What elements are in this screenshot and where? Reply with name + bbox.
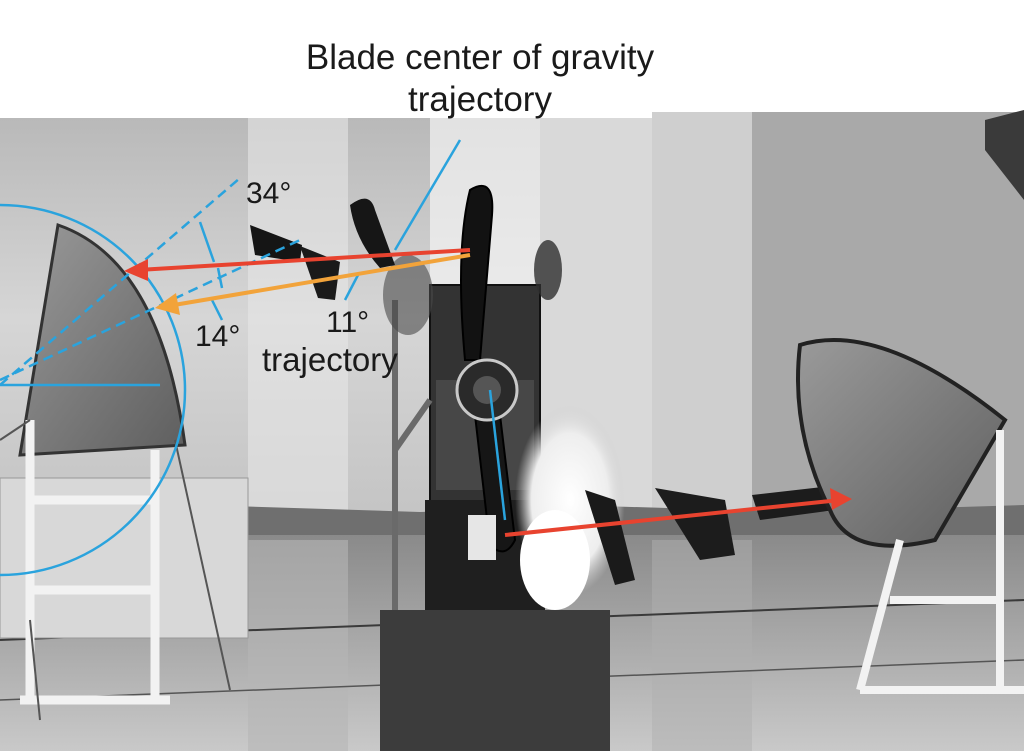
trajectory-label: trajectory xyxy=(262,341,398,378)
angle-label-14: 14° xyxy=(195,320,241,353)
left-wall xyxy=(0,477,249,639)
left-catch-shield xyxy=(18,223,187,457)
blade-frame-5 xyxy=(655,488,735,560)
angle-label-11: 11° xyxy=(326,306,370,339)
blade-frame-4 xyxy=(585,490,635,585)
blade-frame-3 xyxy=(350,198,395,268)
right-catch-shield xyxy=(796,338,1008,548)
angle-label-34: 34° xyxy=(246,177,292,210)
concrete-pad xyxy=(380,610,610,751)
blade-frame-1 xyxy=(250,225,302,262)
right-stand xyxy=(856,430,1024,694)
trajectory-arrows xyxy=(124,248,852,537)
title-line-2: trajectory xyxy=(408,80,552,119)
title-line-1: Blade center of gravity xyxy=(305,38,655,77)
upper-blade xyxy=(460,184,494,361)
